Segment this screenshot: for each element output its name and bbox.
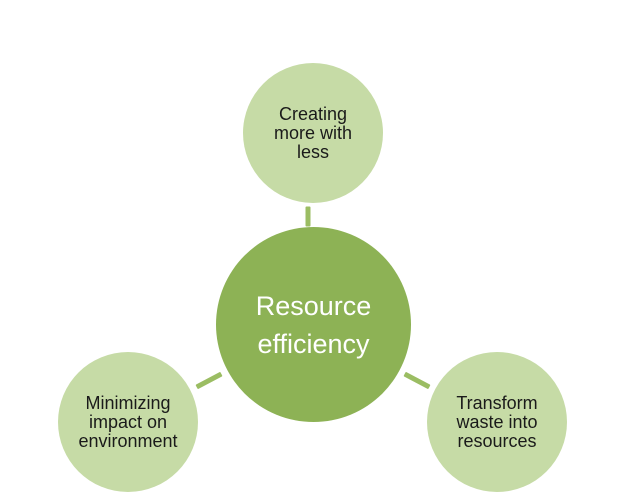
node-label-center: Resource efficiency: [255, 290, 372, 359]
node-label-bottom-left: Minimizing impact on environment: [78, 392, 178, 451]
connector-top: [305, 206, 311, 227]
node-label-bottom-right: Transform waste into resources: [456, 392, 538, 451]
node-minimizing-impact: Minimizing impact on environment: [58, 352, 198, 492]
node-label-top: Creating more with less: [273, 103, 353, 162]
node-resource-efficiency: Resource efficiency: [216, 227, 411, 422]
connector-bottom-right: [403, 371, 431, 390]
node-creating-more-with-less: Creating more with less: [243, 63, 383, 203]
node-transform-waste: Transform waste into resources: [427, 352, 567, 492]
connector-bottom-left: [195, 371, 223, 390]
